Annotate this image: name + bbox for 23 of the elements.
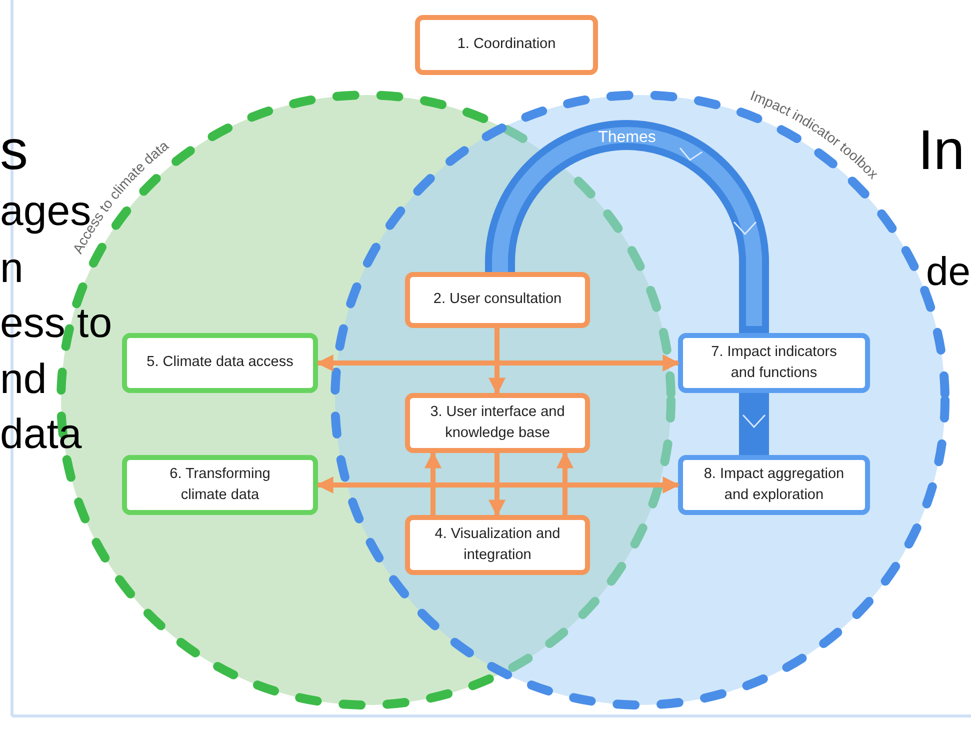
arrow bbox=[488, 328, 506, 395]
arrow bbox=[316, 476, 680, 494]
slide-text: nd bbox=[0, 358, 47, 400]
process-box: 5. Climate data access bbox=[122, 333, 318, 393]
arrow bbox=[556, 451, 574, 515]
band-label: Themes bbox=[597, 128, 657, 148]
slide-text: n bbox=[0, 247, 24, 289]
process-box: 2. User consultation bbox=[405, 272, 590, 328]
process-box: 8. Impact aggregation and exploration bbox=[678, 455, 870, 515]
band-arrow bbox=[739, 393, 769, 455]
process-box: 3. User interface and knowledge base bbox=[405, 393, 590, 453]
process-box: 7. Impact indicators and functions bbox=[678, 333, 870, 393]
process-box: 1. Coordination bbox=[415, 15, 598, 75]
slide-text: data bbox=[0, 413, 82, 455]
slide-text: s bbox=[0, 122, 28, 178]
arrow bbox=[316, 354, 680, 372]
arrow bbox=[424, 451, 442, 515]
process-box: 4. Visualization and integration bbox=[405, 515, 590, 575]
process-box: 6. Transforming climate data bbox=[122, 455, 318, 515]
slide-text: de bbox=[926, 252, 970, 292]
slide-text: ess to bbox=[0, 302, 112, 344]
slide-text: In bbox=[918, 122, 965, 178]
arrow bbox=[488, 453, 506, 517]
